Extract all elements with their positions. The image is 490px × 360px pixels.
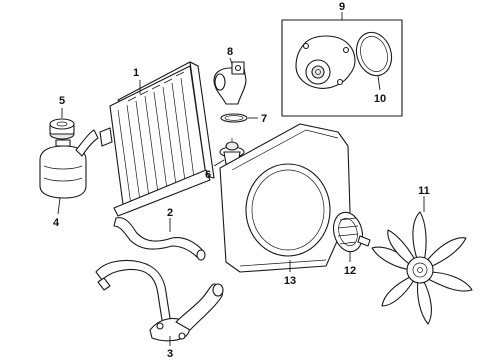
heater-hose-assembly[interactable]: [95, 259, 224, 342]
callout-11: 11: [418, 185, 430, 197]
radiator[interactable]: [99, 61, 215, 217]
callout-12: 12: [344, 265, 356, 277]
fan-clutch[interactable]: [329, 209, 371, 255]
callout-7: 7: [261, 113, 267, 125]
water-pump-gasket[interactable]: [351, 28, 397, 80]
callout-2: 2: [167, 207, 173, 219]
callout-8: 8: [227, 46, 233, 58]
coolant-reservoir[interactable]: [39, 129, 99, 199]
callout-1: 1: [133, 67, 139, 79]
callout-13: 13: [284, 275, 296, 287]
thermostat-housing[interactable]: [213, 61, 247, 105]
lower-radiator-hose[interactable]: [113, 217, 206, 261]
leader-lines: [57, 12, 425, 346]
fan-shroud[interactable]: [219, 123, 351, 273]
callout-10: 10: [374, 93, 386, 105]
callout-6: 6: [205, 169, 211, 181]
reservoir-cap[interactable]: [49, 118, 75, 140]
cooling-fan[interactable]: [371, 211, 473, 325]
water-pump[interactable]: [295, 35, 356, 89]
callout-3: 3: [167, 348, 173, 360]
thermostat-gasket[interactable]: [220, 113, 248, 123]
callout-5: 5: [59, 95, 65, 107]
callout-9: 9: [339, 1, 345, 13]
callout-4: 4: [53, 217, 60, 229]
callout-labels: 1 2 3 4 5 6 7 8 9 10 11 12 13: [53, 1, 430, 360]
